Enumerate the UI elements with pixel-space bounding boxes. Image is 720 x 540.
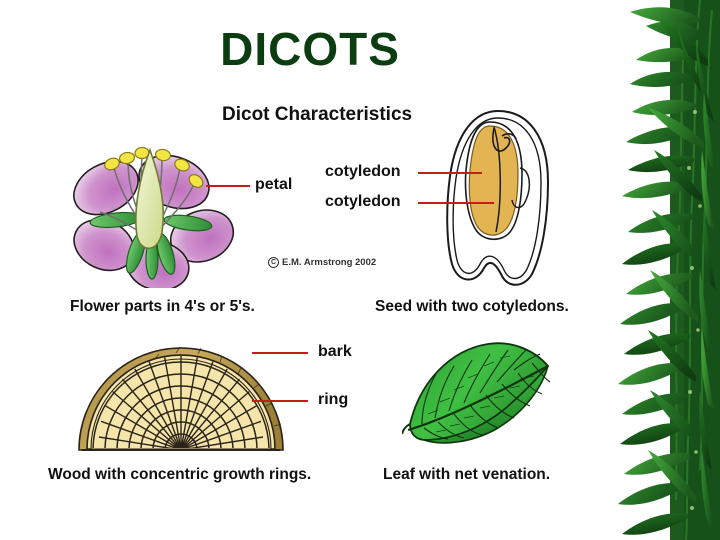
callout-label-petal: petal — [255, 176, 293, 193]
callout-label-cotyledon-upper: cotyledon — [325, 163, 401, 180]
wood-cross-section — [78, 334, 284, 454]
cotyledon-lower-leader-line — [418, 202, 494, 205]
leaf-icon — [402, 342, 551, 444]
seed-icon — [446, 109, 550, 286]
caption-seed: Seed with two cotyledons. — [375, 298, 569, 315]
wood-rings-icon — [78, 346, 284, 451]
copyright-icon: C — [268, 257, 279, 268]
callout-label-bark: bark — [318, 343, 352, 360]
caption-leaf: Leaf with net venation. — [383, 466, 551, 483]
page-title: DICOTS — [220, 23, 400, 75]
callout-label-ring: ring — [318, 391, 349, 408]
flower-icon — [73, 146, 235, 288]
callout-label-cotyledon-lower: cotyledon — [325, 193, 401, 210]
petal-leader-line — [206, 185, 250, 188]
cotyledon-upper-leader-line — [418, 172, 482, 175]
caption-flower: Flower parts in 4's or 5's. — [70, 298, 255, 315]
subtitle: Dicot Characteristics — [222, 104, 413, 125]
flower-diagram — [62, 128, 242, 288]
seed-diagram — [440, 108, 560, 290]
caption-wood: Wood with concentric growth rings. — [48, 466, 312, 483]
bamboo-leaves-border — [596, 0, 720, 540]
ring-leader-line — [252, 400, 308, 403]
leaf-diagram — [402, 336, 582, 454]
copyright-text: E.M. Armstrong 2002 — [282, 257, 377, 268]
bark-leader-line — [252, 352, 308, 355]
bamboo-icon — [618, 0, 720, 540]
